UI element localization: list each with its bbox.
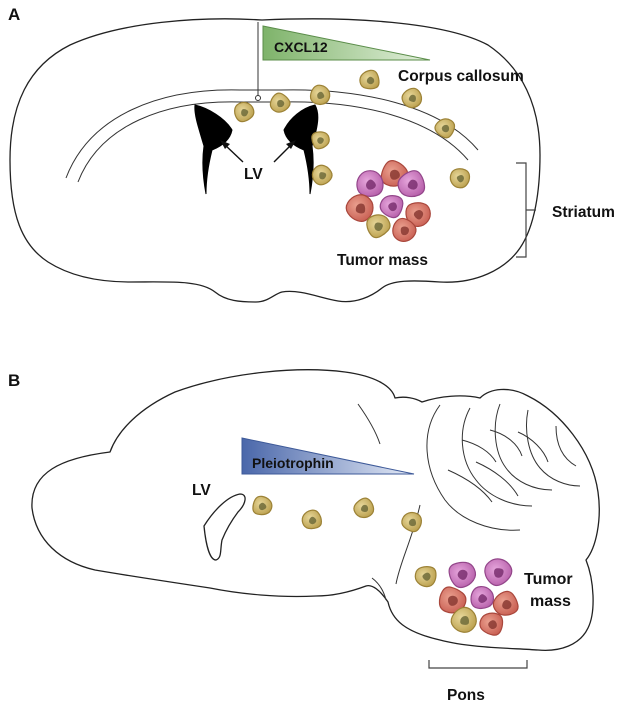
cell-nucleus [447, 595, 458, 606]
pons-bracket [428, 660, 528, 669]
migrating-cell [252, 495, 273, 516]
cell-nucleus [277, 99, 285, 108]
cell-nucleus [493, 568, 504, 578]
tumor-cell [479, 612, 504, 636]
migrating-cell [401, 87, 423, 109]
cell-nucleus [366, 76, 375, 85]
pleiotrophin-gradient [241, 437, 415, 475]
pleiotrophin-label: Pleiotrophin [252, 455, 334, 471]
panel-a: A CXCL12 Corpus callosum LV Tumor mass S… [8, 5, 615, 303]
cerebellum [426, 403, 581, 531]
migrating-cells-a [234, 69, 471, 189]
cell-nucleus [241, 108, 249, 117]
lv-label-a: LV [244, 166, 263, 183]
corpus-callosum-band-lower [77, 101, 469, 183]
cell-nucleus [422, 572, 431, 581]
cell-nucleus [388, 202, 397, 212]
lv-arrow-right [273, 140, 296, 163]
cell-nucleus [478, 594, 488, 604]
panel-b: B Pleiotrophin LV Tumor mass [8, 369, 600, 704]
cell-nucleus [374, 222, 383, 232]
lv-label-b: LV [192, 482, 211, 499]
cxcl12-gradient [262, 25, 431, 61]
migrating-cell [269, 92, 291, 113]
cell-nucleus [309, 516, 317, 525]
migrating-cell [234, 101, 255, 123]
migrating-cell [353, 497, 375, 519]
cell-nucleus [258, 502, 267, 511]
cell-nucleus [488, 620, 497, 629]
migrating-cells-b [252, 495, 437, 588]
panel-a-letter: A [8, 5, 20, 24]
migrating-cell [401, 511, 423, 533]
cell-nucleus [360, 504, 369, 512]
cell-nucleus [460, 615, 470, 625]
tumor-cell [397, 170, 426, 198]
migrating-cell [449, 168, 471, 189]
cell-nucleus [456, 174, 464, 183]
cell-nucleus [400, 226, 410, 236]
tumor-cell [450, 606, 477, 633]
migrating-cell [359, 69, 380, 90]
tumor-cell [345, 194, 374, 222]
tumor-cell [492, 590, 519, 616]
tumor-mass-b [438, 558, 519, 636]
cell-nucleus [407, 179, 418, 190]
striatum-bracket [516, 162, 536, 258]
migrating-cell [311, 131, 330, 150]
cxcl12-label: CXCL12 [274, 39, 328, 55]
tumor-label-b-line1: Tumor [524, 571, 573, 588]
cortex-sulcus [357, 403, 381, 445]
cell-nucleus [457, 569, 468, 580]
tumor-cell [356, 170, 384, 197]
cell-nucleus [389, 169, 400, 180]
lateral-ventricle-sagittal [203, 493, 246, 561]
tumor-mass-label-a: Tumor mass [337, 252, 428, 269]
tumor-cell [470, 585, 495, 610]
migrating-cell [434, 118, 456, 139]
panel-b-letter: B [8, 371, 20, 390]
cell-nucleus [408, 518, 417, 527]
tumor-cell [366, 214, 391, 239]
cell-nucleus [413, 210, 424, 220]
corpus-callosum-band-upper [65, 89, 479, 179]
tumor-label-b-line2: mass [530, 593, 571, 610]
cell-nucleus [319, 172, 327, 180]
cell-nucleus [355, 203, 366, 214]
striatum-label: Striatum [552, 204, 615, 221]
cell-nucleus [502, 599, 512, 610]
brainstem-notch [371, 577, 387, 601]
cell-nucleus [317, 137, 324, 144]
tumor-cell [405, 202, 431, 228]
lv-arrow-left [220, 140, 244, 163]
cell-nucleus [366, 179, 376, 190]
cell-nucleus [317, 91, 325, 100]
tumor-cell [448, 561, 477, 589]
midline-canal [255, 95, 261, 101]
cell-nucleus [408, 94, 416, 103]
migrating-cell [309, 84, 331, 106]
corpus-callosum-label: Corpus callosum [398, 68, 524, 85]
lateral-ventricle-left [194, 104, 233, 195]
tumor-cell [484, 558, 513, 587]
tumor-mass-a [345, 160, 431, 243]
tumor-cell [392, 217, 417, 243]
migrating-cell [311, 164, 333, 186]
cell-nucleus [441, 124, 450, 133]
migrating-cell [301, 509, 323, 530]
tumor-cell [379, 195, 404, 219]
pons-label: Pons [447, 687, 485, 704]
migrating-cell [414, 566, 437, 588]
